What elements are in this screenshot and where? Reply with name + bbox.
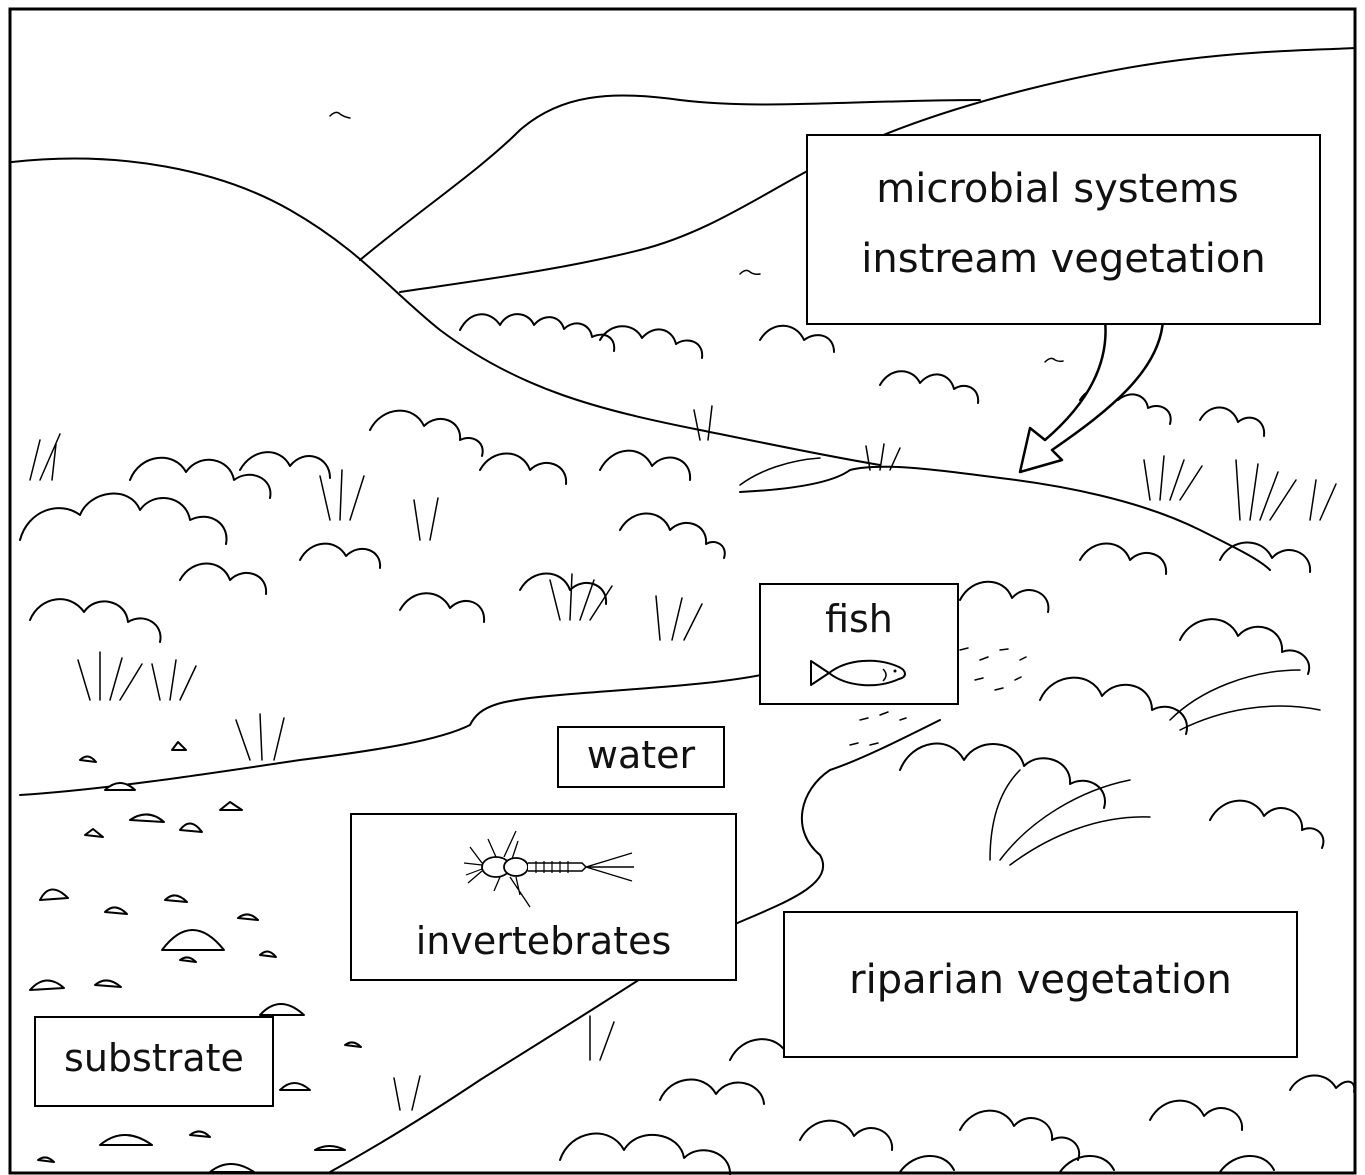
left-bank-shrubs <box>20 411 725 642</box>
water-label-box: water <box>557 726 725 788</box>
fish-label-box: fish <box>759 583 959 705</box>
fish-label: fish <box>761 597 957 641</box>
substrate-label: substrate <box>36 1036 272 1080</box>
water-label: water <box>559 733 723 777</box>
substrate-label-box: substrate <box>34 1016 274 1107</box>
instream-vegetation-label: instream vegetation <box>808 236 1319 282</box>
microbial-instream-label-box: microbial systems instream vegetation <box>806 134 1321 325</box>
mayfly-larva-icon <box>452 827 642 917</box>
microbial-systems-label: microbial systems <box>808 166 1319 212</box>
substrate-rocks <box>30 742 361 1172</box>
invertebrates-label: invertebrates <box>352 919 735 963</box>
fish-icon <box>807 653 913 693</box>
invertebrates-label-box: invertebrates <box>350 813 737 981</box>
riparian-vegetation-label-box: riparian vegetation <box>783 911 1298 1058</box>
riparian-vegetation-label: riparian vegetation <box>785 957 1296 1003</box>
